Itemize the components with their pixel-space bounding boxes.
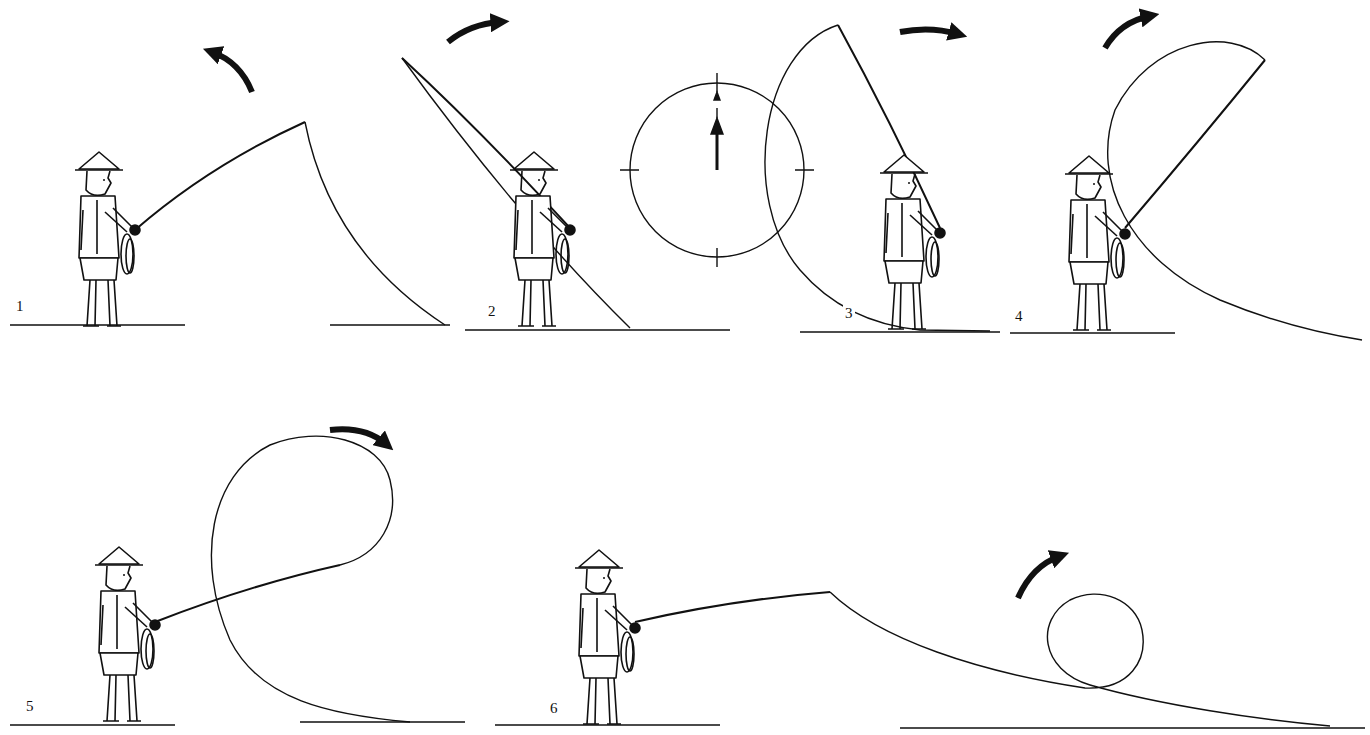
callout-number: 4 [1013, 308, 1025, 325]
callout-number: 6 [548, 700, 560, 717]
angler-figure [75, 152, 140, 326]
callout-number: 3 [843, 305, 855, 322]
callout-number: 5 [24, 698, 36, 715]
angler-figure [95, 547, 160, 721]
angler-figure [510, 152, 575, 326]
angler-figure [880, 155, 945, 329]
callout-number: 2 [486, 303, 498, 320]
angler-figure [1065, 156, 1130, 330]
callout-number: 1 [14, 298, 26, 315]
angler-figure [575, 550, 640, 724]
